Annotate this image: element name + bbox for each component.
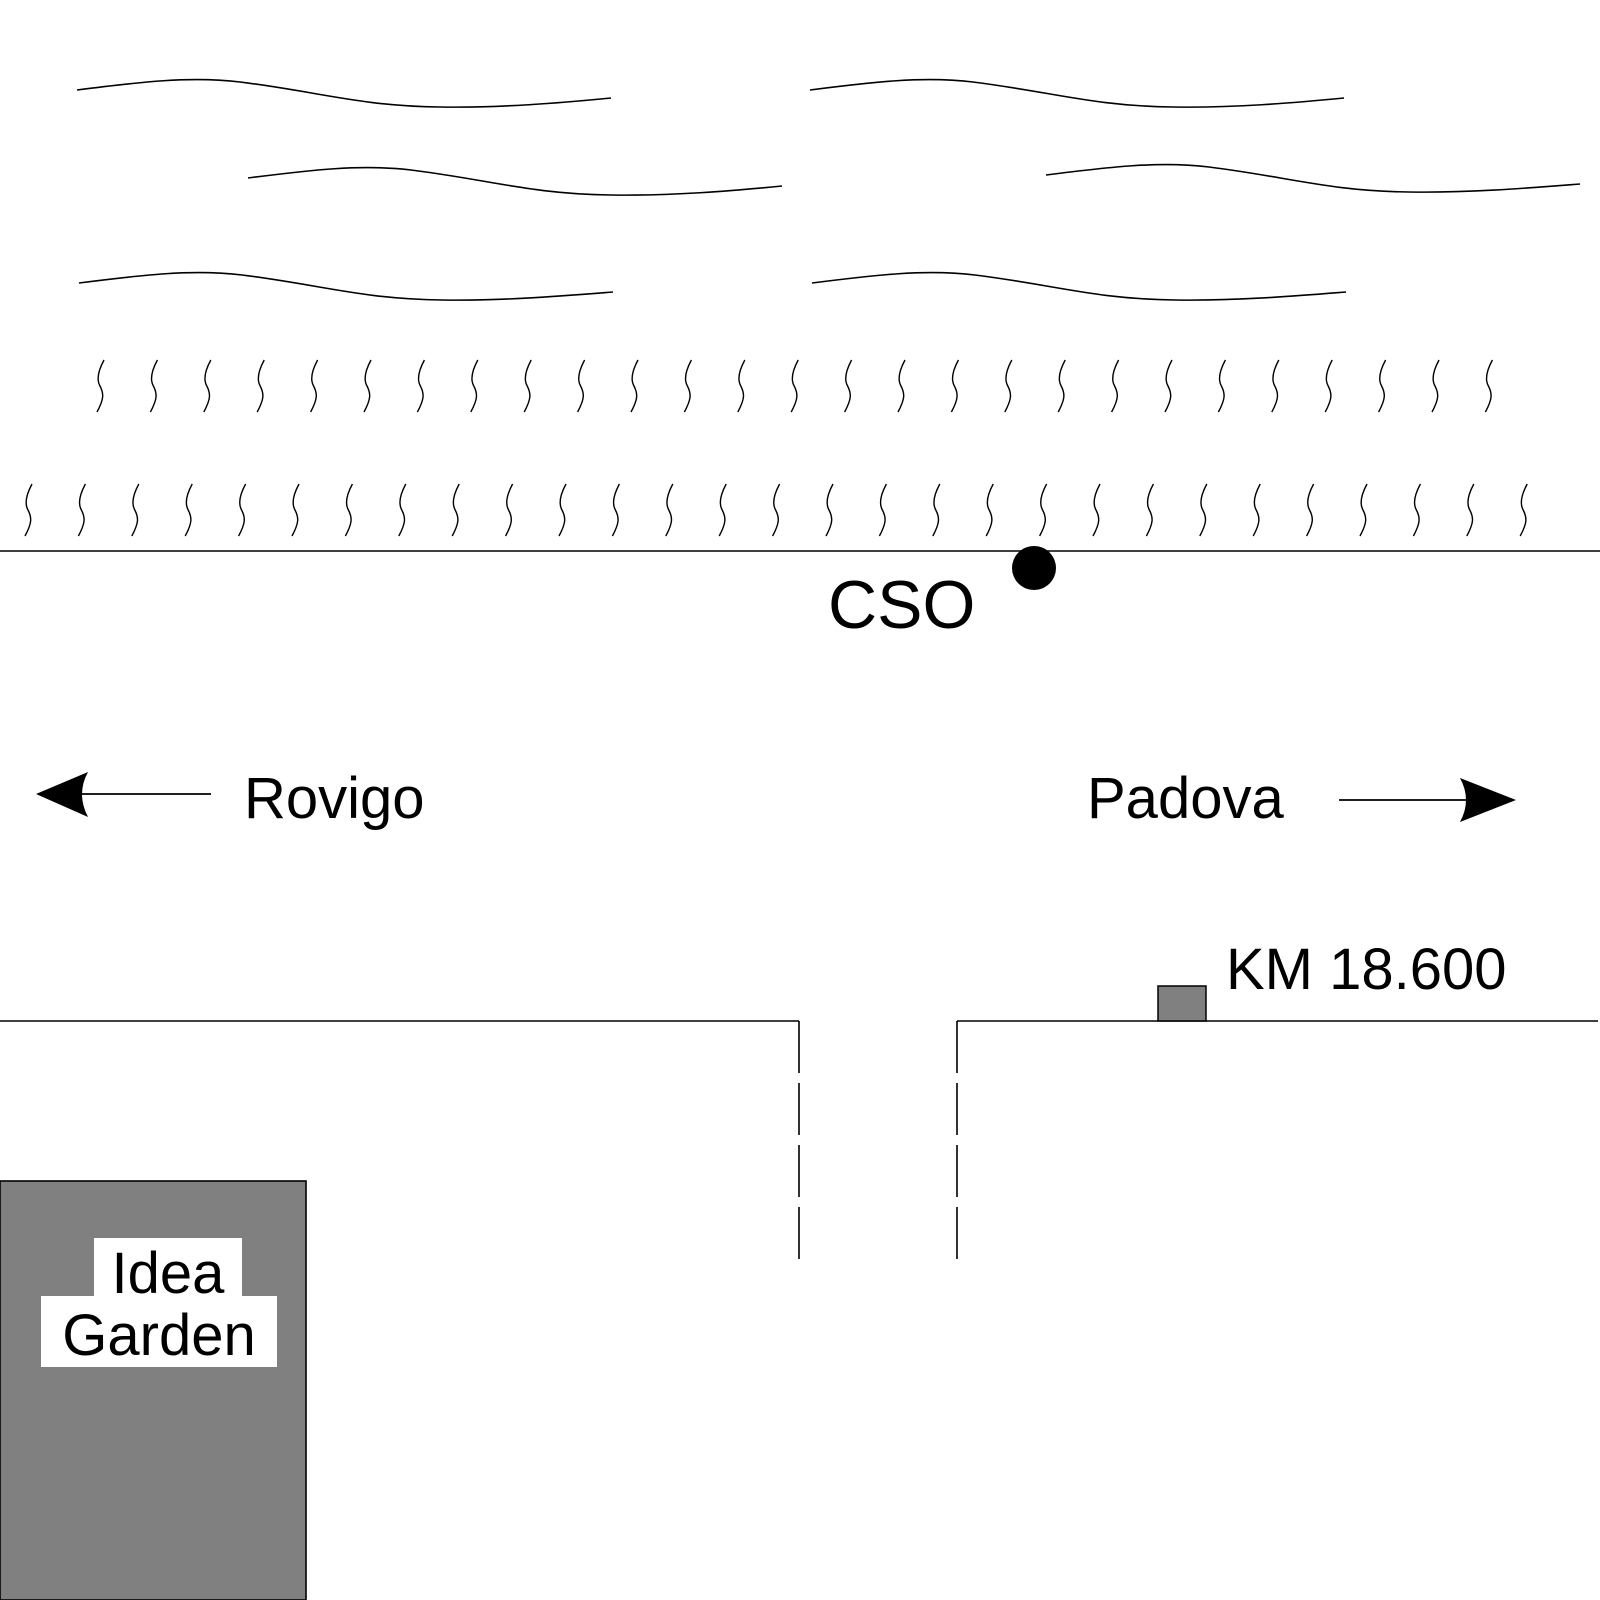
grass-mark bbox=[203, 359, 212, 413]
grass-row-lower bbox=[24, 483, 1528, 537]
grass-mark bbox=[985, 483, 994, 537]
grass-mark bbox=[1519, 483, 1528, 537]
grass-mark bbox=[790, 359, 799, 413]
grass-mark bbox=[1412, 483, 1422, 537]
water-wave bbox=[247, 166, 783, 196]
grass-mark bbox=[897, 359, 906, 413]
cso-point[interactable] bbox=[1012, 546, 1056, 590]
grass-mark bbox=[825, 483, 834, 537]
cso-label: CSO bbox=[828, 567, 975, 643]
grass-mark bbox=[737, 359, 746, 413]
grass-mark bbox=[77, 483, 87, 537]
arrow-left-icon bbox=[36, 772, 211, 817]
grass-mark bbox=[398, 483, 407, 537]
grass-mark bbox=[878, 483, 888, 537]
grass-mark bbox=[96, 359, 105, 413]
grass-mark bbox=[1252, 483, 1261, 537]
grass-row-upper bbox=[96, 359, 1494, 413]
padova-label: Padova bbox=[1087, 766, 1284, 831]
water-wave bbox=[1045, 163, 1581, 193]
grass-mark bbox=[1145, 483, 1155, 537]
grass-mark bbox=[1092, 483, 1101, 537]
grass-mark bbox=[576, 359, 586, 413]
water-wave bbox=[76, 78, 612, 108]
grass-mark bbox=[24, 483, 33, 537]
grass-mark bbox=[1271, 359, 1280, 413]
grass-mark bbox=[1377, 359, 1387, 413]
grass-mark bbox=[1004, 359, 1013, 413]
grass-mark bbox=[344, 483, 354, 537]
grass-mark bbox=[1199, 483, 1208, 537]
grass-mark bbox=[451, 483, 460, 537]
grass-mark bbox=[504, 483, 514, 537]
grass-mark bbox=[416, 359, 426, 413]
grass-mark bbox=[932, 483, 941, 537]
grass-mark bbox=[718, 483, 727, 537]
km-marker[interactable] bbox=[1157, 985, 1207, 1022]
grass-mark bbox=[771, 483, 781, 537]
water-wave bbox=[78, 271, 614, 301]
garden-label-box bbox=[41, 1296, 277, 1367]
grass-mark bbox=[470, 359, 479, 413]
grass-mark bbox=[665, 483, 674, 537]
garden-label-line1: Idea bbox=[112, 1241, 226, 1306]
grass-mark bbox=[630, 359, 639, 413]
grass-mark bbox=[1305, 483, 1315, 537]
grass-mark bbox=[149, 359, 159, 413]
grass-mark bbox=[611, 483, 621, 537]
grass-mark bbox=[1466, 483, 1475, 537]
grass-mark bbox=[1217, 359, 1227, 413]
grass-mark bbox=[237, 483, 247, 537]
grass-mark bbox=[131, 483, 140, 537]
river-water bbox=[76, 78, 1581, 301]
side-street bbox=[798, 1021, 958, 1262]
grass-mark bbox=[1038, 483, 1048, 537]
grass-mark bbox=[256, 359, 265, 413]
grass-mark bbox=[1324, 359, 1333, 413]
grass-mark bbox=[683, 359, 693, 413]
garden-label-box bbox=[94, 1238, 242, 1298]
grass-mark bbox=[184, 483, 193, 537]
water-wave bbox=[811, 271, 1347, 301]
grass-mark bbox=[1484, 359, 1494, 413]
grass-mark bbox=[309, 359, 319, 413]
grass-mark bbox=[558, 483, 567, 537]
km-label: KM 18.600 bbox=[1226, 937, 1507, 1002]
grass-mark bbox=[1110, 359, 1120, 413]
garden-label-line2: Garden bbox=[62, 1303, 255, 1368]
grass-mark bbox=[1359, 483, 1368, 537]
grass-mark bbox=[843, 359, 853, 413]
grass-mark bbox=[291, 483, 300, 537]
grass-mark bbox=[1431, 359, 1440, 413]
grass-mark bbox=[1164, 359, 1173, 413]
arrow-right-icon bbox=[1339, 778, 1516, 822]
grass-mark bbox=[363, 359, 372, 413]
grass-mark bbox=[523, 359, 532, 413]
water-wave bbox=[809, 78, 1345, 108]
grass-mark bbox=[1057, 359, 1066, 413]
grass-mark bbox=[950, 359, 960, 413]
rovigo-label: Rovigo bbox=[244, 766, 425, 831]
